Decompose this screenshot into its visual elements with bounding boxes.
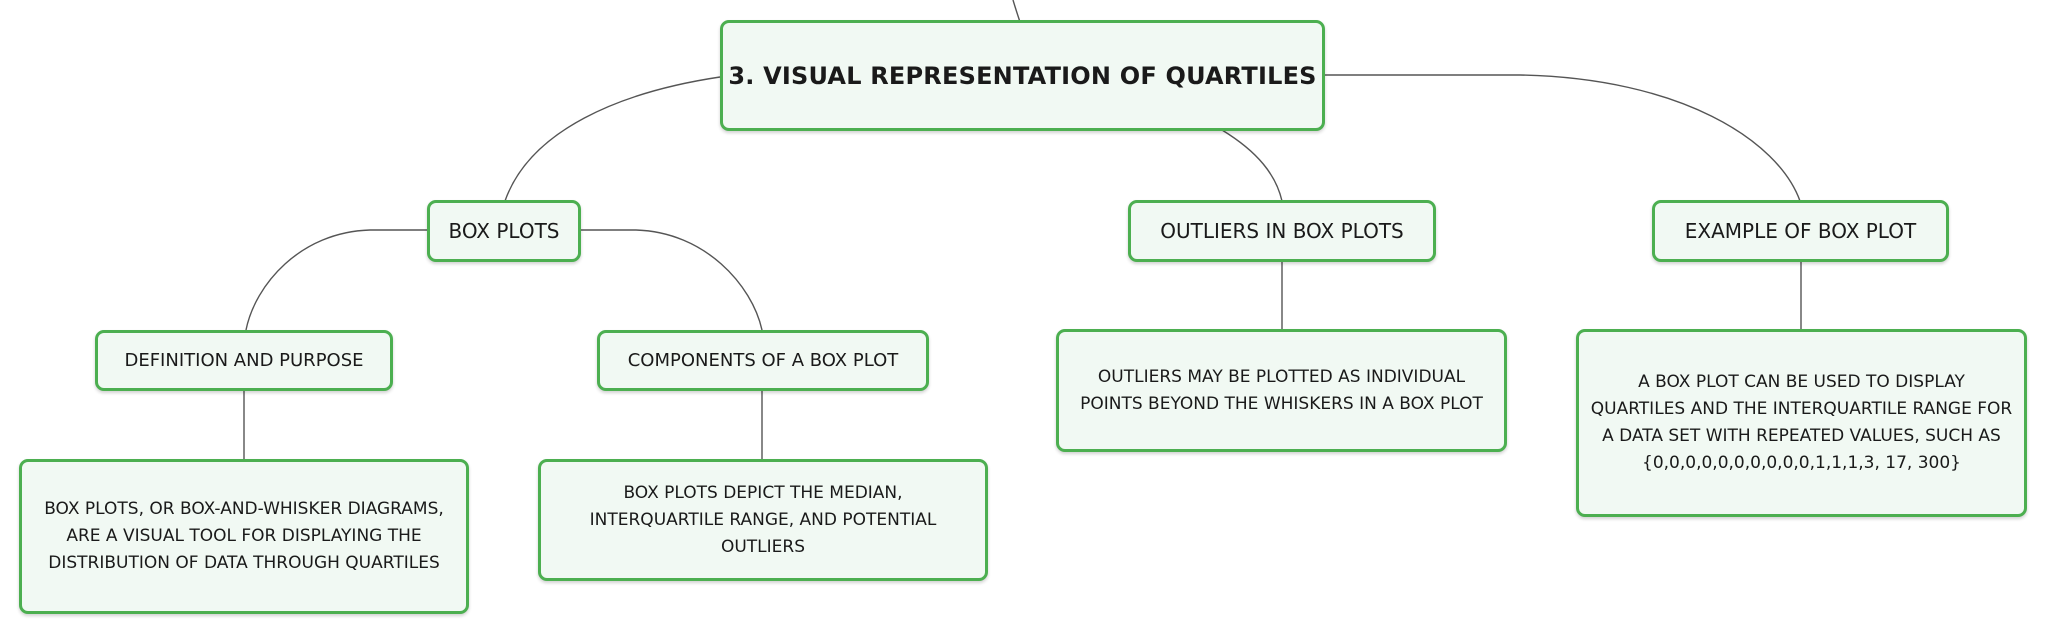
definition-node[interactable]: DEFINITION AND PURPOSE: [95, 330, 393, 391]
outliers-detail-node[interactable]: OUTLIERS MAY BE PLOTTED AS INDIVIDUAL PO…: [1056, 329, 1507, 452]
outliers-node[interactable]: OUTLIERS IN BOX PLOTS: [1128, 200, 1436, 262]
connector-parent-to-root: [1012, 0, 1021, 23]
example-node[interactable]: EXAMPLE OF BOX PLOT: [1652, 200, 1949, 262]
definition-node-label: DEFINITION AND PURPOSE: [124, 350, 364, 371]
example-detail-node[interactable]: A BOX PLOT CAN BE USED TO DISPLAY QUARTI…: [1576, 329, 2027, 517]
components-detail-text: BOX PLOTS DEPICT THE MEDIAN, INTERQUARTI…: [589, 482, 937, 557]
box-plots-node[interactable]: BOX PLOTS: [427, 200, 581, 262]
outliers-detail-text: OUTLIERS MAY BE PLOTTED AS INDIVIDUAL PO…: [1080, 366, 1483, 414]
components-node[interactable]: COMPONENTS OF A BOX PLOT: [597, 330, 929, 391]
connector-box-plots-to-components: [580, 229, 763, 331]
connector-root-to-example: [1325, 74, 1801, 202]
definition-detail-node[interactable]: BOX PLOTS, OR BOX-AND-WHISKER DIAGRAMS, …: [19, 459, 469, 614]
root-node[interactable]: 3. VISUAL REPRESENTATION OF QUARTILES: [720, 20, 1325, 131]
example-node-label: EXAMPLE OF BOX PLOT: [1684, 219, 1917, 243]
components-detail-node[interactable]: BOX PLOTS DEPICT THE MEDIAN, INTERQUARTI…: [538, 459, 988, 581]
connector-root-to-box-plots: [504, 76, 721, 202]
outliers-node-label: OUTLIERS IN BOX PLOTS: [1160, 219, 1404, 243]
definition-detail-text: BOX PLOTS, OR BOX-AND-WHISKER DIAGRAMS, …: [44, 499, 444, 573]
box-plots-node-label: BOX PLOTS: [448, 219, 560, 243]
root-node-label: 3. VISUAL REPRESENTATION OF QUARTILES: [728, 61, 1317, 90]
components-node-label: COMPONENTS OF A BOX PLOT: [627, 350, 899, 371]
example-detail-text: A BOX PLOT CAN BE USED TO DISPLAY QUARTI…: [1590, 372, 2013, 473]
connector-box-plots-to-definition: [245, 229, 427, 331]
connector-root-to-outliers: [1221, 129, 1283, 202]
